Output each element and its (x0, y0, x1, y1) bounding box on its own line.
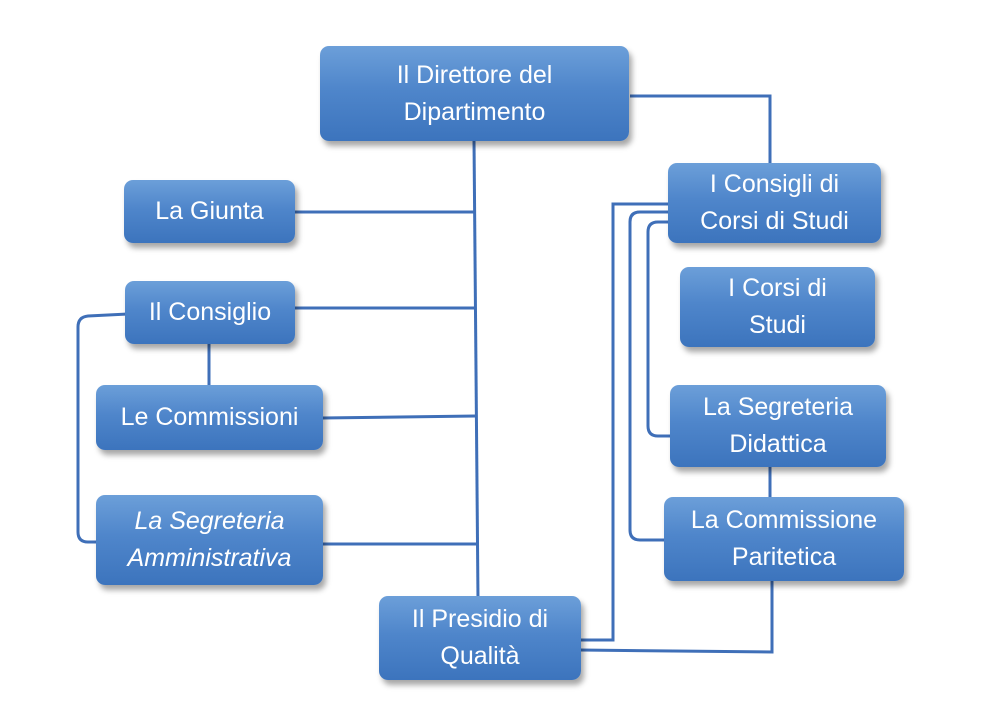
link-presidio-consigli-1 (580, 202, 668, 642)
node-commissione-paritetica: La Commissione Paritetica (664, 497, 904, 581)
node-corsi-studi: I Corsi di Studi (680, 267, 875, 347)
link-consigli-paritetica (628, 210, 668, 542)
link-consigli-segreteria-didattica (646, 220, 670, 438)
node-direttore: Il Direttore del Dipartimento (320, 46, 629, 141)
link-commissioni (321, 414, 477, 420)
node-consiglio: Il Consiglio (125, 281, 295, 344)
node-segreteria-didattica: La Segreteria Didattica (670, 385, 886, 467)
node-presidio: Il Presidio di Qualità (379, 596, 581, 680)
node-giunta: La Giunta (124, 180, 295, 243)
node-segreteria-amministrativa: La Segreteria Amministrativa (96, 495, 323, 585)
link-consiglio-segreteria-loop (76, 312, 129, 544)
link-paritetica-presidio (579, 580, 774, 654)
trunk-line (472, 139, 480, 601)
node-commissioni: Le Commissioni (96, 385, 323, 450)
link-direttore-consigli (630, 94, 772, 165)
node-consigli-corsi: I Consigli di Corsi di Studi (668, 163, 881, 243)
